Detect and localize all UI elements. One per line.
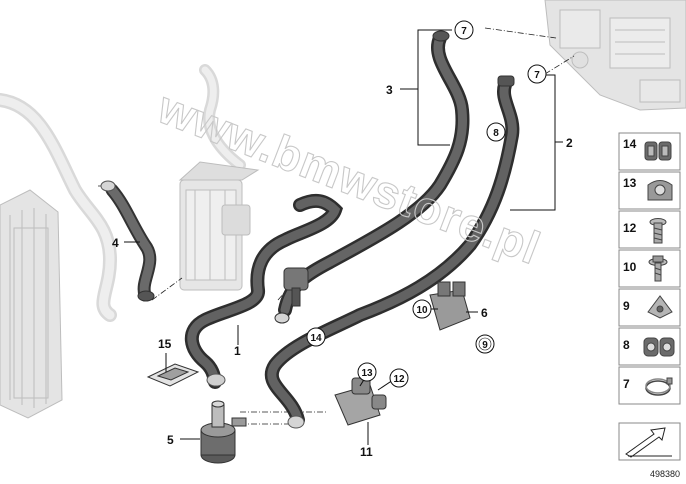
svg-text:8: 8 bbox=[493, 128, 499, 139]
hose-clip-icon bbox=[643, 337, 675, 357]
svg-text:12: 12 bbox=[623, 221, 637, 235]
circled-ref-8: 8 bbox=[486, 122, 506, 142]
svg-text:10: 10 bbox=[623, 260, 637, 274]
circled-ref-12: 12 bbox=[389, 368, 409, 388]
legend-item-12[interactable]: 12 bbox=[618, 210, 681, 249]
radiator-ghost bbox=[0, 189, 63, 419]
hose-2 bbox=[264, 75, 520, 429]
svg-text:13: 13 bbox=[623, 176, 637, 190]
svg-text:9: 9 bbox=[623, 299, 630, 313]
legend-item-10[interactable]: 10 bbox=[618, 249, 681, 288]
callout-4: 4 bbox=[112, 236, 119, 250]
hose-clamp-icon bbox=[645, 377, 673, 396]
legend-item-7[interactable]: 7 bbox=[618, 366, 681, 405]
legend-item-8[interactable]: 8 bbox=[618, 327, 681, 366]
legend-item-arrow[interactable] bbox=[618, 422, 681, 461]
circled-ref-14: 14 bbox=[306, 327, 326, 347]
circled-ref-7a: 7 bbox=[454, 20, 474, 40]
callout-3: 3 bbox=[386, 83, 393, 97]
callout-2: 2 bbox=[566, 136, 573, 150]
heater-box-ghost bbox=[544, 0, 686, 111]
callout-1: 1 bbox=[234, 344, 241, 358]
svg-text:7: 7 bbox=[623, 377, 630, 391]
parts-legend: 14 13 12 bbox=[618, 132, 681, 461]
callout-15: 15 bbox=[158, 337, 172, 351]
circled-ref-7b: 7 bbox=[527, 64, 547, 84]
image-number: 498380 bbox=[650, 469, 680, 479]
hex-bolt-icon bbox=[649, 218, 667, 244]
bracket-11 bbox=[334, 377, 387, 426]
hose-bracket-icon bbox=[647, 180, 673, 201]
water-pump-5 bbox=[200, 400, 247, 464]
radiator-hose-ghost bbox=[0, 64, 246, 322]
callout-labels: 3 2 4 1 5 15 6 11 bbox=[112, 83, 573, 459]
hose-3 bbox=[278, 30, 470, 317]
svg-text:9: 9 bbox=[482, 340, 488, 351]
double-hose-clip-icon bbox=[644, 141, 672, 161]
bracket-6 bbox=[429, 281, 471, 331]
gasket-15 bbox=[146, 363, 200, 387]
svg-text:12: 12 bbox=[393, 374, 405, 385]
circled-references: 7 7 8 14 10 9 13 12 bbox=[306, 20, 547, 388]
circled-ref-10: 10 bbox=[412, 299, 432, 319]
svg-text:8: 8 bbox=[623, 338, 630, 352]
svg-text:13: 13 bbox=[361, 368, 373, 379]
svg-text:7: 7 bbox=[534, 70, 540, 81]
legend-item-14[interactable]: 14 bbox=[618, 132, 681, 171]
flange-bolt-icon bbox=[648, 255, 668, 282]
svg-text:10: 10 bbox=[416, 305, 428, 316]
expansion-tank-ghost bbox=[178, 161, 260, 291]
direction-arrow-icon bbox=[625, 427, 672, 458]
circled-ref-13: 13 bbox=[357, 362, 377, 382]
callout-6: 6 bbox=[481, 306, 488, 320]
callout-5: 5 bbox=[167, 433, 174, 447]
hose-4 bbox=[100, 180, 157, 302]
legend-item-9[interactable]: 9 bbox=[618, 288, 681, 327]
valve-connector bbox=[274, 267, 309, 324]
hose-1 bbox=[184, 193, 344, 389]
svg-text:14: 14 bbox=[310, 333, 322, 344]
legend-item-13[interactable]: 13 bbox=[618, 171, 681, 210]
callout-11: 11 bbox=[360, 445, 373, 459]
clip-nut-icon bbox=[647, 295, 673, 319]
svg-text:14: 14 bbox=[623, 137, 637, 151]
svg-text:7: 7 bbox=[461, 26, 467, 37]
leader-lines bbox=[124, 29, 563, 445]
circled-ref-9: 9 bbox=[475, 334, 495, 354]
